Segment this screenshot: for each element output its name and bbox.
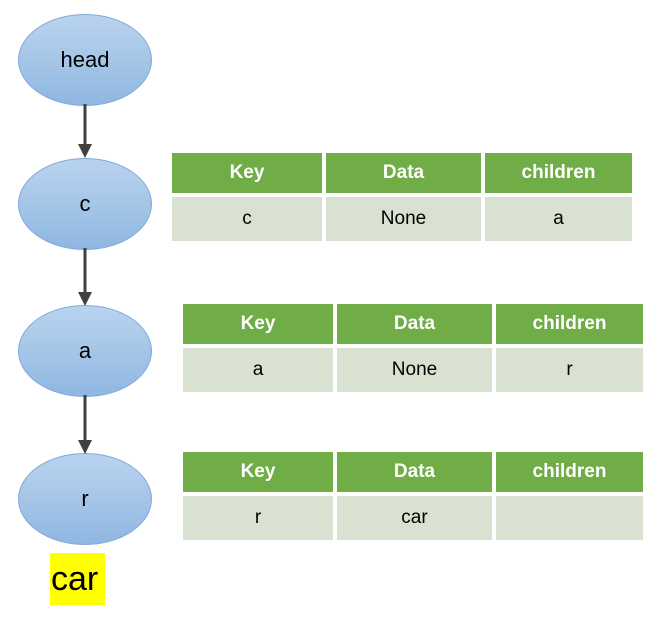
header-children: children: [496, 452, 643, 492]
node-r[interactable]: r: [18, 453, 152, 545]
cell-key: a: [183, 348, 333, 392]
edge-head-to-c-arrow-icon: [78, 104, 92, 158]
cell-children: [496, 496, 643, 540]
cell-data: None: [337, 348, 492, 392]
header-key: Key: [183, 452, 333, 492]
cell-data: car: [337, 496, 492, 540]
header-data: Data: [337, 452, 492, 492]
table-header-row: Key Data children: [183, 304, 643, 344]
node-table-r: Key Data children r car: [183, 452, 643, 540]
edge-a-to-r-arrow-icon: [78, 395, 92, 454]
node-head[interactable]: head: [18, 14, 152, 106]
table-header-row: Key Data children: [172, 153, 632, 193]
highlight-car: car: [50, 553, 105, 605]
node-a[interactable]: a: [18, 305, 152, 397]
node-c[interactable]: c: [18, 158, 152, 250]
node-table-a: Key Data children a None r: [183, 304, 643, 392]
header-data: Data: [337, 304, 492, 344]
edge-c-to-a-arrow-icon: [78, 248, 92, 306]
cell-key: c: [172, 197, 322, 241]
header-children: children: [496, 304, 643, 344]
table-row: r car: [183, 496, 643, 540]
cell-data: None: [326, 197, 481, 241]
table-header-row: Key Data children: [183, 452, 643, 492]
table-row: c None a: [172, 197, 632, 241]
node-head-label: head: [60, 47, 110, 72]
highlight-car-label: car: [51, 560, 99, 598]
header-key: Key: [183, 304, 333, 344]
cell-children: r: [496, 348, 643, 392]
node-r-label: r: [81, 486, 89, 511]
cell-children: a: [485, 197, 632, 241]
node-c-label: c: [79, 191, 91, 216]
header-children: children: [485, 153, 632, 193]
node-a-label: a: [78, 338, 92, 363]
node-table-c: Key Data children c None a: [172, 153, 632, 241]
header-key: Key: [172, 153, 322, 193]
cell-key: r: [183, 496, 333, 540]
header-data: Data: [326, 153, 481, 193]
table-row: a None r: [183, 348, 643, 392]
